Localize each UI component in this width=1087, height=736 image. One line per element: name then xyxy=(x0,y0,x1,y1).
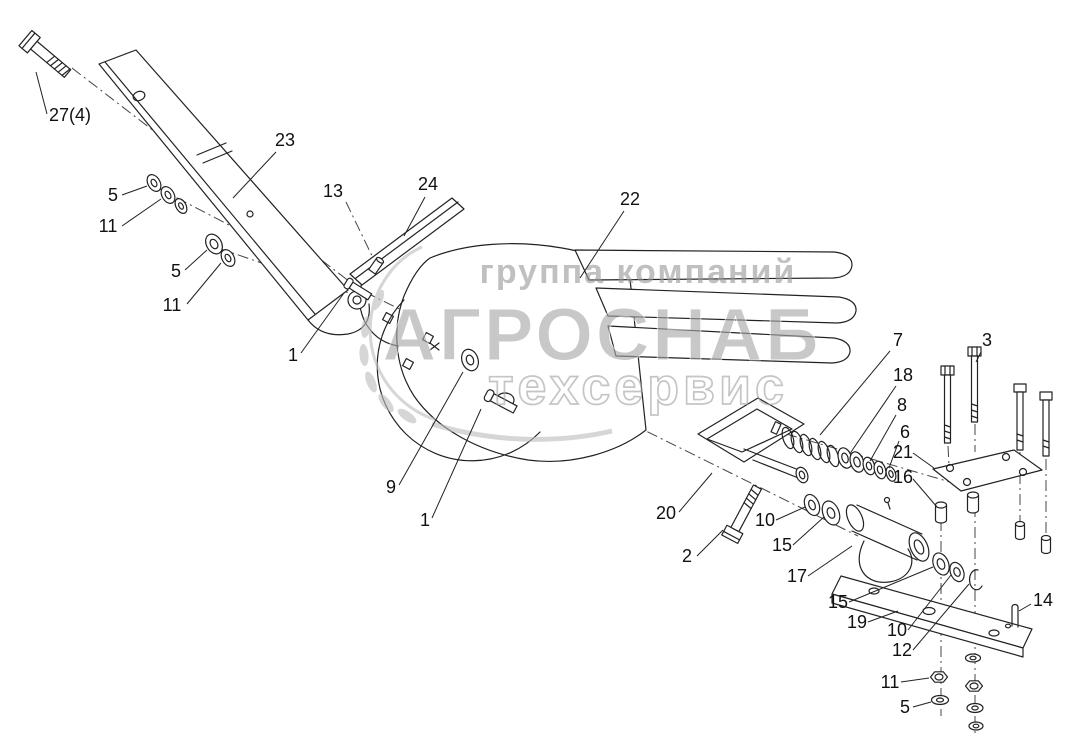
part-label-10b: 10 xyxy=(887,620,907,640)
part-label-13: 13 xyxy=(323,181,343,201)
part-label-7: 7 xyxy=(893,330,903,350)
part-pin-14 xyxy=(1011,603,1019,628)
part-label-11b: 11 xyxy=(163,295,182,315)
part-label-3: 3 xyxy=(982,330,992,350)
leader-lines xyxy=(35,71,1032,708)
part-label-11a: 11 xyxy=(99,216,118,236)
part-body-22 xyxy=(358,243,857,462)
part-label-10a: 10 xyxy=(755,510,775,530)
part-label-19: 19 xyxy=(847,612,867,632)
part-labels: 27(4) 5 11 5 11 23 13 24 22 1 9 1 20 2 7… xyxy=(49,105,1053,717)
part-label-15a: 15 xyxy=(772,535,792,555)
part-label-2: 2 xyxy=(682,546,692,566)
watermark-line3: техсервис xyxy=(488,358,788,416)
part-label-23: 23 xyxy=(275,130,295,150)
part-label-5c: 5 xyxy=(900,697,910,717)
part-label-22: 22 xyxy=(620,189,640,209)
part-pin-13 xyxy=(368,256,385,275)
part-label-17: 17 xyxy=(787,566,807,586)
part-bolts-3 xyxy=(940,346,1053,457)
part-label-5a: 5 xyxy=(108,185,118,205)
part-label-11c: 11 xyxy=(881,672,900,692)
part-washers-5-11-upper xyxy=(146,174,188,214)
part-label-9: 9 xyxy=(386,477,396,497)
part-nut-washer-5-11-lower xyxy=(205,233,236,267)
part-label-21: 21 xyxy=(893,442,913,462)
part-bolt-27 xyxy=(18,29,72,78)
watermark-line1: группа компаний xyxy=(480,253,797,291)
part-label-20: 20 xyxy=(656,503,676,523)
part-label-14: 14 xyxy=(1033,590,1053,610)
part-bolt-1a xyxy=(343,277,373,301)
part-washer-5-bottom xyxy=(930,694,950,706)
part-label-16: 16 xyxy=(893,467,913,487)
part-washers-10-15-left xyxy=(803,493,841,526)
part-label-15b: 15 xyxy=(828,592,848,612)
part-bracket-20 xyxy=(697,397,809,484)
part-hardware-column-right xyxy=(964,653,984,731)
part-washer-stack-18-8-6 xyxy=(837,447,897,482)
part-label-27-4: 27(4) xyxy=(49,105,91,125)
part-bolt-1b xyxy=(483,389,518,414)
part-label-24: 24 xyxy=(418,174,438,194)
part-label-1b: 1 xyxy=(420,510,430,530)
watermark-line2: АГРОСНАБ xyxy=(383,293,822,376)
laurel-wreath-icon xyxy=(359,245,613,442)
part-bolt-2 xyxy=(721,484,762,545)
part-plate-21 xyxy=(932,449,1043,492)
part-nut-11-bottom xyxy=(929,671,949,683)
part-label-18: 18 xyxy=(893,365,913,385)
part-washer-9 xyxy=(460,348,480,372)
part-label-12: 12 xyxy=(892,640,912,660)
watermark: группа компаний АГРОСНАБ техсервис xyxy=(359,245,822,442)
part-spring-7 xyxy=(770,421,840,468)
part-base-plate-19 xyxy=(831,575,1033,658)
part-label-5b: 5 xyxy=(171,261,181,281)
part-label-1a: 1 xyxy=(288,345,298,365)
part-label-6: 6 xyxy=(900,422,910,442)
part-cylinder-17 xyxy=(845,496,930,583)
part-bushings-16 xyxy=(934,491,1052,555)
part-label-8: 8 xyxy=(897,395,907,415)
part-washers-15-10-12-right xyxy=(932,552,983,591)
